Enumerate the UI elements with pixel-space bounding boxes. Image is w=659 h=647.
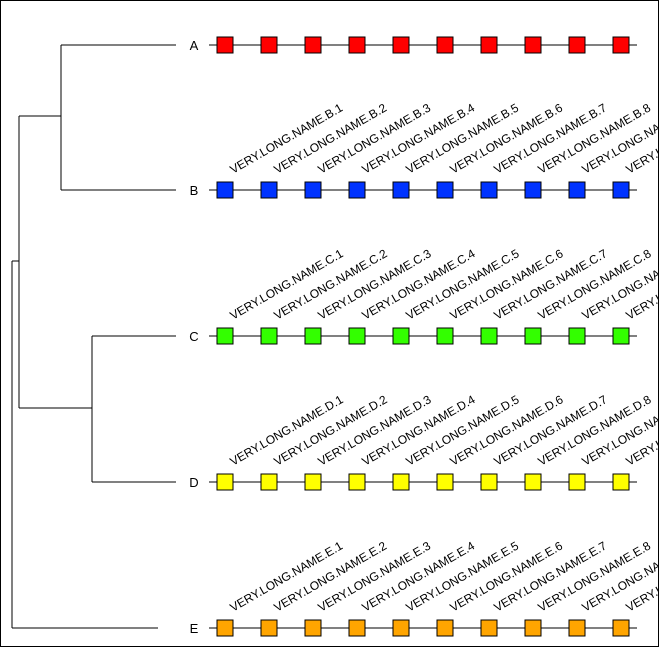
- marker-b-2: [260, 181, 278, 199]
- marker-d-3: [304, 473, 322, 491]
- marker-a-5: [392, 36, 410, 54]
- marker-d-5: [392, 473, 410, 491]
- marker-d-8: [524, 473, 542, 491]
- marker-b-1: [216, 181, 234, 199]
- marker-b-6: [436, 181, 454, 199]
- tree-branches: [11, 44, 176, 629]
- marker-e-8: [524, 619, 542, 637]
- tip-label-b: B: [190, 183, 199, 198]
- marker-a-2: [260, 36, 278, 54]
- marker-c-5: [392, 327, 410, 345]
- marker-e-5: [392, 619, 410, 637]
- marker-a-10: [612, 36, 630, 54]
- marker-c-10: [612, 327, 630, 345]
- tip-row-e: EVERY.LONG.NAME.E.1VERY.LONG.NAME.E.2VER…: [190, 535, 658, 637]
- marker-e-1: [216, 619, 234, 637]
- tip-label-d: D: [189, 475, 198, 490]
- marker-b-4: [348, 181, 366, 199]
- tip-row-b: BVERY.LONG.NAME.B.1VERY.LONG.NAME.B.2VER…: [190, 97, 658, 199]
- marker-b-10: [612, 181, 630, 199]
- marker-c-3: [304, 327, 322, 345]
- marker-e-9: [568, 619, 586, 637]
- marker-c-4: [348, 327, 366, 345]
- marker-c-7: [480, 327, 498, 345]
- tip-label-e: E: [190, 621, 199, 636]
- marker-d-7: [480, 473, 498, 491]
- marker-e-2: [260, 619, 278, 637]
- marker-b-8: [524, 181, 542, 199]
- marker-e-6: [436, 619, 454, 637]
- marker-e-7: [480, 619, 498, 637]
- marker-b-5: [392, 181, 410, 199]
- marker-d-6: [436, 473, 454, 491]
- tip-label-a: A: [190, 38, 199, 53]
- marker-b-9: [568, 181, 586, 199]
- marker-b-7: [480, 181, 498, 199]
- marker-a-1: [216, 36, 234, 54]
- marker-b-3: [304, 181, 322, 199]
- marker-a-7: [480, 36, 498, 54]
- marker-d-9: [568, 473, 586, 491]
- marker-a-4: [348, 36, 366, 54]
- marker-e-10: [612, 619, 630, 637]
- tip-label-c: C: [189, 329, 198, 344]
- marker-d-10: [612, 473, 630, 491]
- tip-row-c: CVERY.LONG.NAME.C.1VERY.LONG.NAME.C.2VER…: [189, 243, 658, 345]
- marker-d-4: [348, 473, 366, 491]
- marker-c-6: [436, 327, 454, 345]
- tip-row-a: A: [190, 36, 637, 54]
- marker-e-4: [348, 619, 366, 637]
- marker-a-6: [436, 36, 454, 54]
- marker-c-9: [568, 327, 586, 345]
- tree-tips: A BVERY.LONG.NAME.B.1VERY.LONG.NAME.B.2VE…: [189, 36, 658, 637]
- marker-e-3: [304, 619, 322, 637]
- tip-row-d: DVERY.LONG.NAME.D.1VERY.LONG.NAME.D.2VER…: [189, 389, 658, 491]
- marker-c-8: [524, 327, 542, 345]
- marker-d-1: [216, 473, 234, 491]
- marker-c-2: [260, 327, 278, 345]
- marker-a-3: [304, 36, 322, 54]
- marker-c-1: [216, 327, 234, 345]
- marker-a-8: [524, 36, 542, 54]
- marker-d-2: [260, 473, 278, 491]
- marker-a-9: [568, 36, 586, 54]
